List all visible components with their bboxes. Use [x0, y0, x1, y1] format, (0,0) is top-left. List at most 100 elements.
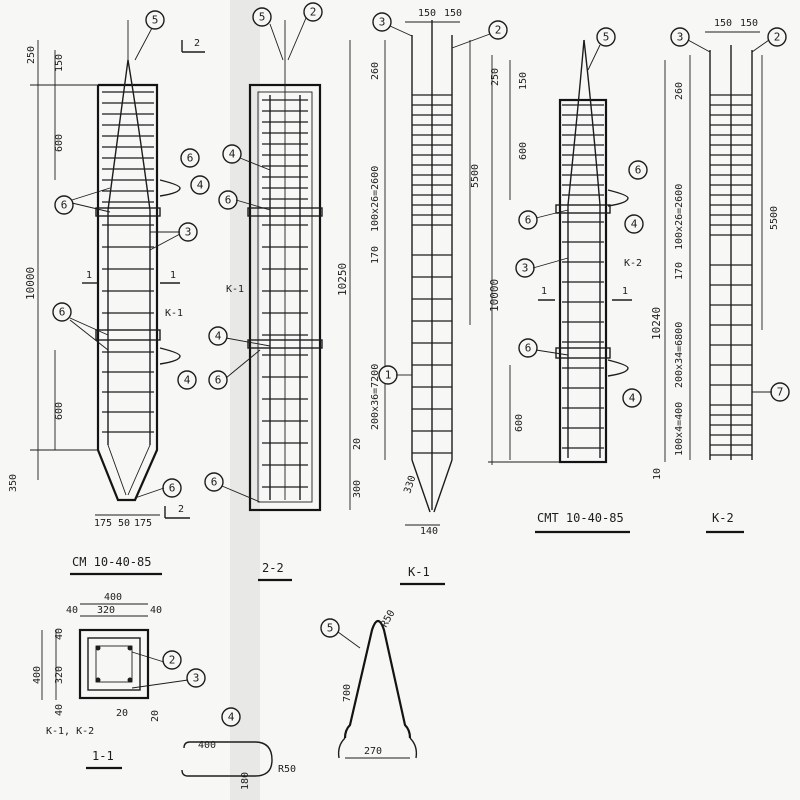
dim-k2-2600: 100х26=2600 — [674, 184, 685, 250]
dim-k2-400: 100х4=400 — [674, 402, 685, 456]
title-cmt: СМТ 10-40-85 — [537, 511, 624, 525]
callout-2-sec11: 2 — [162, 650, 182, 670]
callout-2-k2: 2 — [767, 27, 787, 47]
leader-6-22-c — [221, 485, 261, 503]
callout-5-cmt: 5 — [596, 27, 616, 47]
dim-cm-10000: 10000 — [24, 267, 37, 300]
sec11-bar-3 — [95, 677, 101, 683]
svg-text:7: 7 — [777, 386, 784, 399]
bar4-r50: R50 — [278, 764, 296, 775]
leader-3-cm-2 — [149, 233, 181, 251]
sec11-40v: 40 — [54, 628, 65, 640]
svg-text:2: 2 — [310, 6, 317, 19]
svg-text:1: 1 — [385, 369, 392, 382]
svg-text:6: 6 — [211, 476, 218, 489]
leader-3-k1 — [389, 25, 413, 37]
label-k2-cmt: К-2 — [624, 258, 642, 269]
dim-k2-170: 170 — [674, 262, 685, 280]
sec11-20b: 20 — [150, 710, 161, 722]
pile-22-joint-bot — [247, 339, 323, 349]
dim-cm-600-top: 600 — [54, 134, 65, 152]
title-11: 1-1 — [92, 749, 114, 763]
sec11-40b: 40 — [54, 704, 65, 716]
svg-text:5: 5 — [327, 622, 334, 635]
pile-cmt-outline — [558, 98, 608, 464]
leader-2-sec11 — [131, 651, 165, 663]
pile-cmt-taper-l — [567, 39, 585, 206]
dim-cm-600-bot: 600 — [54, 402, 65, 420]
dim-cm-50: 50 — [118, 518, 130, 529]
svg-text:4: 4 — [229, 148, 236, 161]
leader-2-k2 — [751, 39, 770, 53]
dim-k1-170: 170 — [370, 246, 381, 264]
leader-2-k1 — [451, 33, 491, 49]
pile-cm-hoops — [102, 91, 154, 433]
dim-cmt-250: 250 — [490, 68, 501, 86]
k1-hoops — [412, 94, 452, 454]
leader-5-cmt — [587, 44, 601, 71]
pile-cmt-joint-bot — [555, 347, 611, 359]
bar-5-detail: 270 700 R50 — [337, 608, 418, 759]
leader-6-cm-b2 — [71, 202, 111, 213]
svg-text:6: 6 — [187, 152, 194, 165]
title-cm: СМ 10-40-85 — [72, 555, 151, 569]
svg-text:6: 6 — [61, 199, 68, 212]
title-k1: К-1 — [408, 565, 430, 579]
bar4-400: 400 — [198, 740, 216, 751]
label-k1-22: К-1 — [226, 284, 244, 295]
sec11-bar-4 — [127, 677, 133, 683]
dim-k1-150a: 150 — [418, 8, 436, 19]
dim-k1-10250: 10250 — [336, 263, 349, 296]
dim-cm-175a: 175 — [94, 518, 112, 529]
leader-6-cm-d — [134, 487, 165, 499]
callout-6-cmt-c: 6 — [518, 338, 538, 358]
pile-cm-tip-r — [127, 444, 151, 496]
callout-4-cm-b: 4 — [177, 370, 197, 390]
sec-1-left: 1 — [86, 270, 92, 281]
svg-text:4: 4 — [629, 392, 636, 405]
sec11-core — [95, 645, 133, 683]
leader-6-cmt-c — [535, 349, 569, 356]
bar4-shape — [181, 741, 273, 777]
leader-3-k2 — [687, 39, 711, 53]
dim-cmt-600-bot: 600 — [514, 414, 525, 432]
callout-3-k2: 3 — [670, 27, 690, 47]
sec11-40r: 40 — [150, 605, 162, 616]
pile-cmt: 250 150 600 10000 600 К-2 1 1 СМТ 10-40-… — [488, 39, 642, 534]
leader-6-cmt-b — [535, 209, 569, 219]
dim-k1-150b: 150 — [444, 8, 462, 19]
bar5-hook-l — [337, 737, 346, 759]
sec11-400v: 400 — [32, 666, 43, 684]
callout-6-cm-c: 6 — [52, 302, 72, 322]
callout-6-22-a: 6 — [218, 190, 238, 210]
svg-text:4: 4 — [228, 711, 235, 724]
sec-1-cmt-left: 1 — [541, 286, 547, 297]
sec-1-cmt-right: 1 — [622, 286, 628, 297]
pile-k2: 150 150 260 100х26=2600 170 200х34=6800 … — [650, 18, 780, 534]
pile-cm-taper-r — [127, 59, 151, 211]
svg-text:6: 6 — [635, 164, 642, 177]
callout-bubbles: 5 6 4 6 3 6 4 6 5 2 4 6 4 6 6 3 2 1 5 6 … — [52, 2, 790, 727]
dim-k1-300: 300 — [352, 480, 363, 498]
svg-text:4: 4 — [197, 179, 204, 192]
leader-lines — [69, 17, 772, 689]
leader-6-22-a — [235, 199, 271, 211]
sec11-320v: 320 — [54, 666, 65, 684]
dim-k2-260: 260 — [674, 82, 685, 100]
dim-cm-175b: 175 — [134, 518, 152, 529]
pile-k1: 150 150 10250 260 100х26=2600 170 200х36… — [336, 8, 481, 586]
sec11-outer — [78, 628, 150, 700]
dim-cmt-600-top: 600 — [518, 142, 529, 160]
svg-text:5: 5 — [152, 14, 159, 27]
svg-text:2: 2 — [169, 654, 176, 667]
svg-text:2: 2 — [495, 24, 502, 37]
dim-k1-7200: 200х36=7200 — [370, 364, 381, 430]
leader-2-22 — [287, 17, 307, 61]
section-11: 400 40 320 40 40 320 400 40 20 20 К-1, К… — [32, 592, 162, 770]
callout-3-sec11: 3 — [186, 668, 206, 688]
k1-tip-r — [433, 459, 453, 513]
dim-cmt-150: 150 — [518, 72, 529, 90]
leader-3-cmt — [532, 257, 569, 269]
pile-cmt-joint-top — [555, 204, 611, 214]
sec11-400-top: 400 — [104, 592, 122, 603]
